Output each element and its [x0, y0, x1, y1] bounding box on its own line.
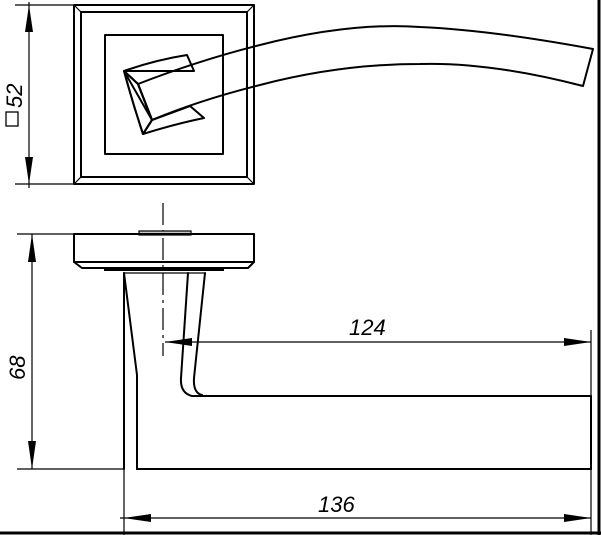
dim-label-68: 68	[5, 355, 30, 380]
rose-bevel-square	[80, 11, 248, 178]
dim-label-124: 124	[349, 315, 386, 340]
side-view: 68 124 136	[5, 203, 592, 535]
lever-arm-top	[137, 25, 594, 121]
rose-inner-square	[104, 34, 224, 155]
square-symbol-icon	[5, 111, 19, 127]
lever-outer-edge	[192, 272, 206, 396]
rose-outer-square	[73, 4, 255, 185]
arrow-head	[28, 234, 36, 262]
arrow-head	[25, 157, 33, 184]
arrow-head	[25, 5, 33, 32]
dim-label-136: 136	[318, 492, 355, 517]
dim-label-52: 52	[2, 84, 27, 108]
arrow-head	[564, 338, 591, 346]
top-view: 52	[2, 2, 594, 188]
arrow-head	[124, 514, 151, 522]
lever-inner-edge	[179, 272, 592, 397]
lever-base	[123, 54, 205, 135]
arrow-head	[165, 338, 192, 346]
arrow-head	[28, 441, 36, 469]
neck-left-edge	[123, 272, 138, 470]
arrow-head	[564, 514, 591, 522]
rose-base-plate	[104, 269, 224, 271]
